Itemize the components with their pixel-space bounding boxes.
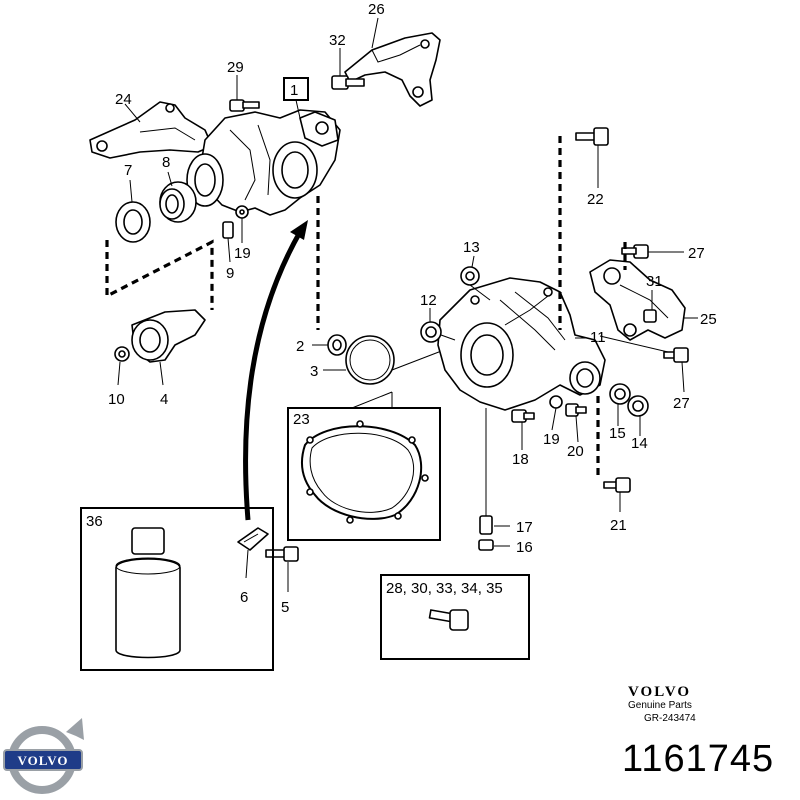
- label-18: 18: [512, 451, 529, 468]
- part-19-washer-bottom: [549, 395, 563, 409]
- label-12: 12: [420, 292, 437, 309]
- part-23-gasket: [301, 420, 429, 524]
- label-9: 9: [226, 265, 234, 282]
- part-36-oil-bottle: [115, 527, 181, 659]
- label-16: 16: [516, 539, 533, 556]
- part-8-bearing: [159, 181, 197, 223]
- label-22: 22: [587, 191, 604, 208]
- label-4: 4: [160, 391, 168, 408]
- label-7: 7: [124, 162, 132, 179]
- label-19-bottom: 19: [543, 431, 560, 448]
- part-21-bolt: [603, 477, 631, 493]
- label-13: 13: [463, 239, 480, 256]
- label-6: 6: [240, 589, 248, 606]
- part-25-bracket: [589, 259, 686, 341]
- label-36: 36: [86, 513, 103, 530]
- part-19-washer-top: [235, 205, 249, 219]
- label-31: 31: [646, 273, 663, 290]
- part-2-seal: [327, 334, 347, 356]
- part-22-bolt: [575, 127, 609, 146]
- part-5-screw: [265, 546, 299, 562]
- part-13-seal: [460, 266, 480, 286]
- part-6-clip: [237, 527, 269, 551]
- part-16-nut: [478, 539, 494, 551]
- label-25: 25: [700, 311, 717, 328]
- part-24-bracket: [89, 101, 213, 159]
- volvo-emblem: VOLVO: [3, 718, 84, 794]
- label-5: 5: [281, 599, 289, 616]
- part-number: 1161745: [622, 738, 775, 780]
- label-kit: 28, 30, 33, 34, 35: [386, 580, 503, 597]
- part-26-bracket: [344, 32, 441, 107]
- part-4-boot: [131, 309, 206, 363]
- label-10: 10: [108, 391, 125, 408]
- part-9-screw: [222, 221, 234, 239]
- label-3: 3: [310, 363, 318, 380]
- part-1-angle-gear-housing: [186, 109, 341, 216]
- part-20-screw: [565, 403, 587, 417]
- part-12-seal: [420, 321, 442, 343]
- part-18-screw: [511, 409, 535, 423]
- label-8: 8: [162, 154, 170, 171]
- label-26: 26: [368, 1, 385, 18]
- label-32: 32: [329, 32, 346, 49]
- label-17: 17: [516, 519, 533, 536]
- box-36: [80, 507, 274, 671]
- label-27-top: 27: [688, 245, 705, 262]
- part-3-o-ring: [345, 335, 395, 385]
- label-14: 14: [631, 435, 648, 452]
- label-19-top: 19: [234, 245, 251, 262]
- part-14-seal: [627, 395, 649, 417]
- label-21: 21: [610, 517, 627, 534]
- part-kit-bolt: [428, 609, 469, 631]
- label-29: 29: [227, 59, 244, 76]
- label-24: 24: [115, 91, 132, 108]
- brand-ref: GR-243474: [644, 713, 696, 724]
- part-31-screw: [643, 309, 657, 323]
- emblem-text: VOLVO: [18, 753, 69, 768]
- box-kit: [380, 574, 530, 660]
- label-20: 20: [567, 443, 584, 460]
- part-27-bolt-top: [621, 244, 649, 259]
- part-15-seal: [609, 383, 631, 405]
- brand-name: VOLVO: [628, 684, 692, 700]
- label-2: 2: [296, 338, 304, 355]
- label-11: 11: [590, 329, 606, 346]
- brand-block: VOLVO Genuine Parts GR-243474: [628, 684, 738, 726]
- part-11-gear-housing: [437, 277, 606, 411]
- box-23: [287, 407, 441, 541]
- part-29-screw: [229, 99, 260, 112]
- label-1: 1: [290, 82, 298, 99]
- part-7-seal: [115, 201, 151, 243]
- label-23: 23: [293, 411, 310, 428]
- brand-subtitle: Genuine Parts: [628, 700, 692, 711]
- assembly-arrow: [243, 220, 308, 521]
- part-17-stud: [479, 515, 493, 535]
- part-27-bolt-bottom: [663, 347, 689, 363]
- guide-dash-left: [105, 239, 214, 310]
- label-15: 15: [609, 425, 626, 442]
- part-10-nut: [114, 346, 130, 362]
- label-27-bottom: 27: [673, 395, 690, 412]
